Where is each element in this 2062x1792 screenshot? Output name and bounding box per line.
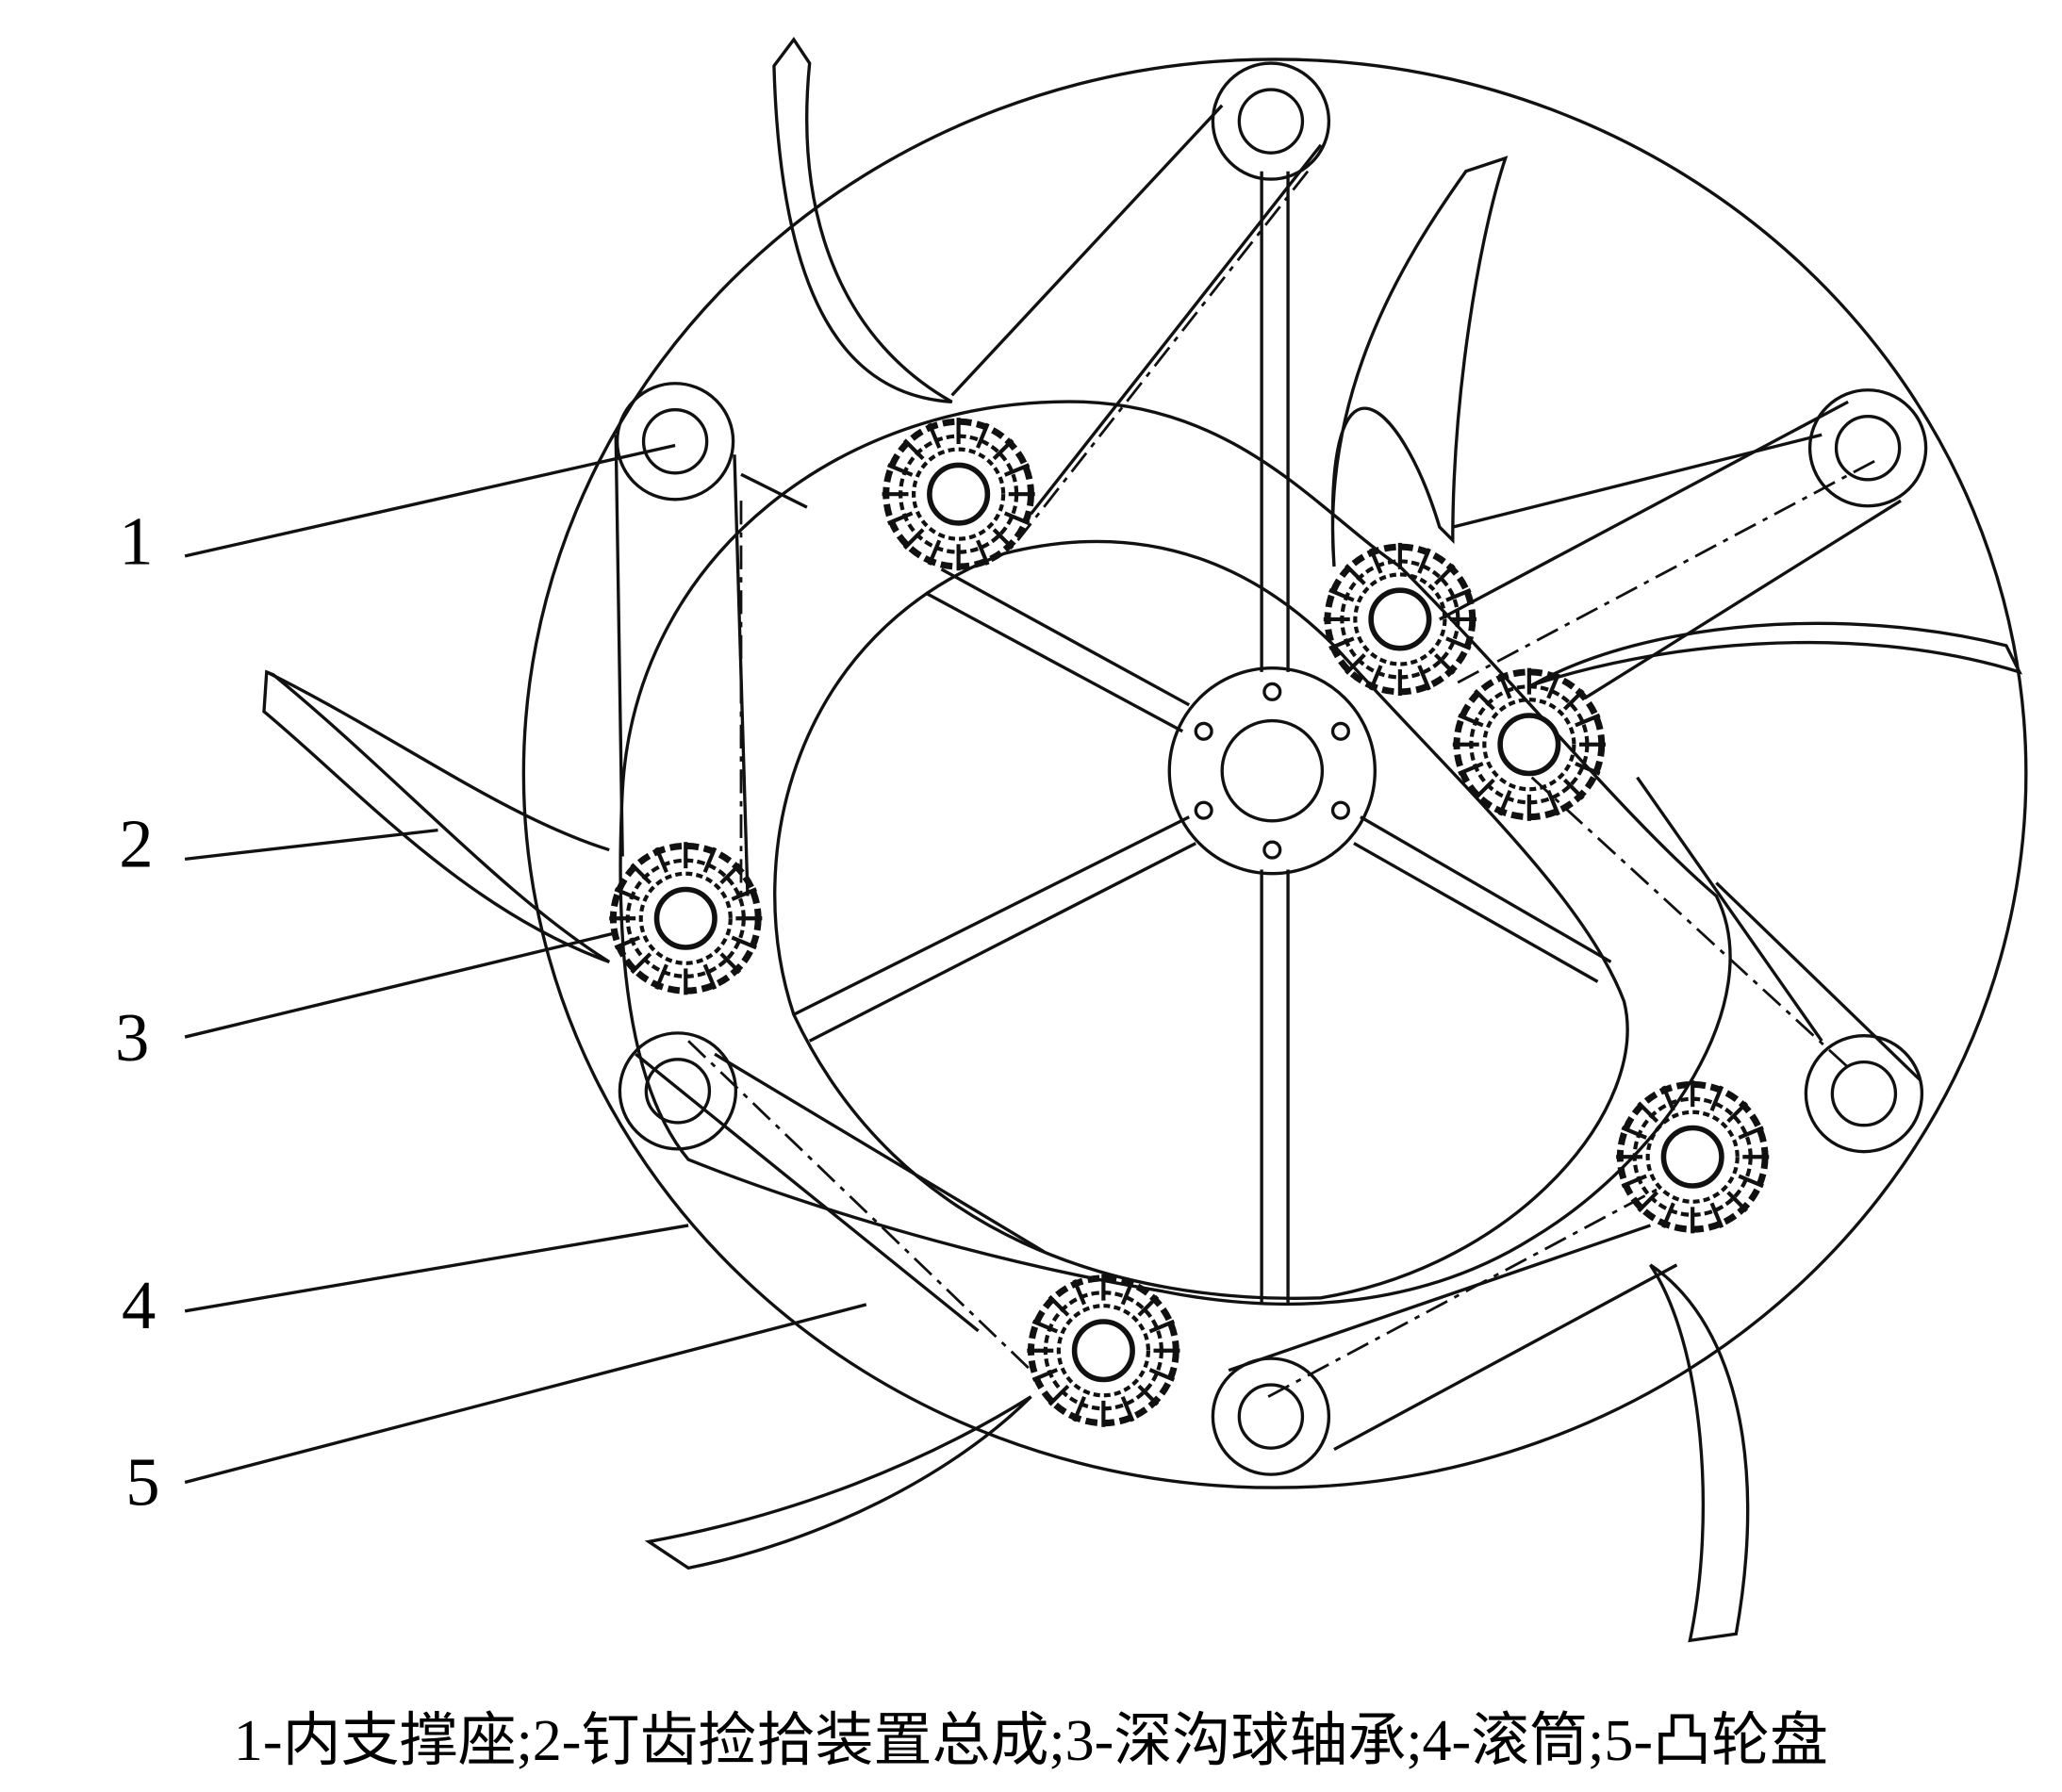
arms	[614, 104, 1922, 1452]
bolt-hole	[1330, 721, 1350, 741]
callout-2: 2	[119, 806, 153, 882]
pivot-seat	[618, 1031, 738, 1151]
tine	[1330, 156, 1509, 567]
bearing	[1323, 542, 1476, 697]
bolt-hole	[1262, 840, 1282, 860]
pivot-hole	[644, 1058, 712, 1125]
bearing	[1616, 1080, 1770, 1234]
cam-disc-outer	[619, 400, 1732, 1306]
bearing	[1027, 1274, 1180, 1427]
cam-disc-inner	[773, 539, 1629, 1300]
callout-labels: 1 2 3 4 5	[115, 443, 867, 1520]
pivot-hole	[1834, 415, 1902, 482]
pivot-seat	[1211, 1356, 1331, 1476]
callout-5: 5	[125, 1443, 159, 1520]
tine	[644, 1395, 1032, 1570]
tine	[1649, 1263, 1750, 1643]
callout-1: 1	[119, 502, 153, 579]
pivot-seat	[1211, 61, 1331, 181]
bolt-hole	[1330, 800, 1350, 820]
bolt-hole	[1262, 682, 1282, 701]
pivot-hole	[1830, 1060, 1898, 1127]
inner-support-seats	[615, 61, 1928, 1476]
tine	[1530, 621, 2023, 687]
bolt-hole	[1194, 800, 1213, 820]
spokes	[740, 171, 1823, 1305]
bearing	[1452, 667, 1606, 821]
pivot-hole	[1237, 88, 1305, 155]
bolt-hole	[1194, 721, 1213, 741]
bearing	[609, 842, 763, 995]
hub	[1167, 666, 1377, 876]
callout-3: 3	[115, 999, 149, 1076]
deep-groove-ball-bearings	[609, 418, 1770, 1427]
drum-outline	[521, 58, 2028, 1489]
tine	[262, 669, 611, 963]
pivot-hole	[1237, 1383, 1305, 1450]
pivot-seat	[1807, 388, 1928, 508]
tine	[266, 670, 610, 852]
tine	[772, 37, 953, 404]
pivot-hole	[641, 408, 709, 475]
pivot-seat	[615, 382, 735, 501]
figure-caption: 1-内支撑座;2-钉齿捡拾装置总成;3-深沟球轴承;4-滚筒;5-凸轮盘	[233, 1709, 1829, 1773]
callout-4: 4	[122, 1267, 156, 1343]
pivot-seat	[1804, 1033, 1924, 1154]
bearing	[882, 418, 1035, 571]
